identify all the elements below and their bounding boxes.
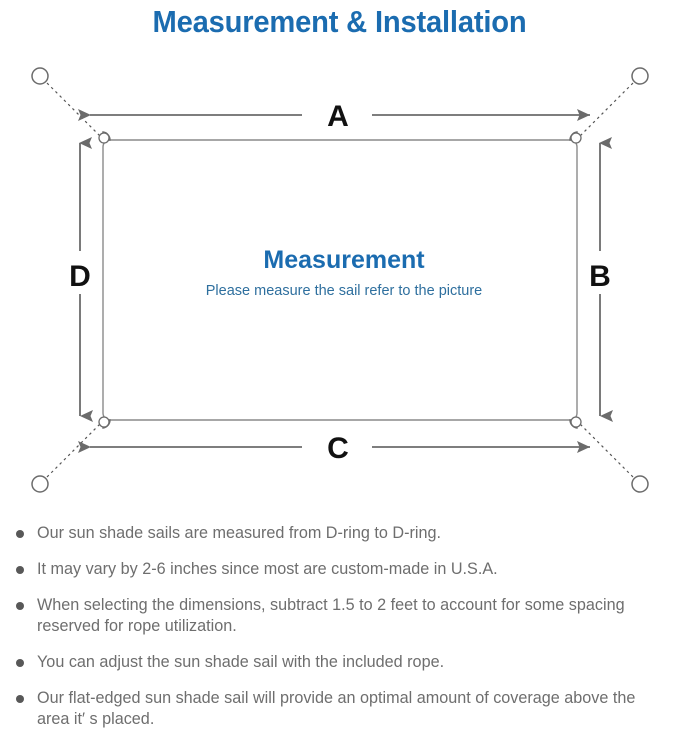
bullet-icon	[16, 695, 24, 703]
anchor-ring-top-right-icon	[631, 67, 649, 85]
list-item: You can adjust the sun shade sail with t…	[12, 652, 665, 673]
d-ring-bottom-right-hole-icon	[570, 416, 582, 428]
dimension-a: A	[78, 100, 590, 133]
page-title: Measurement & Installation	[152, 4, 527, 39]
rope-line-bottom-right	[579, 423, 634, 478]
note-text: It may vary by 2-6 inches since most are…	[37, 560, 498, 578]
bullet-icon	[16, 530, 24, 538]
anchor-rings	[31, 67, 649, 493]
dimension-b: B	[589, 137, 613, 422]
diagram-center-heading: Measurement	[263, 246, 425, 274]
dimension-b-label: B	[589, 260, 611, 293]
list-item: It may vary by 2-6 inches since most are…	[12, 559, 665, 580]
list-item: When selecting the dimensions, subtract …	[12, 595, 665, 637]
rope-lines	[46, 82, 634, 478]
sail-outline	[102, 139, 578, 421]
diagram-center-subtext: Please measure the sail refer to the pic…	[206, 283, 482, 299]
list-item: Our flat-edged sun shade sail will provi…	[12, 688, 665, 730]
d-rings	[98, 131, 582, 429]
dimension-c: C	[78, 432, 590, 465]
anchor-ring-bottom-right-icon	[631, 475, 649, 493]
anchor-ring-bottom-left-icon	[31, 475, 49, 493]
note-text: When selecting the dimensions, subtract …	[37, 596, 625, 635]
bullet-icon	[16, 659, 24, 667]
d-ring-top-left-hole-icon	[98, 132, 110, 144]
dimension-d-label: D	[69, 260, 91, 293]
dimension-c-label: C	[327, 432, 349, 465]
bullet-icon	[16, 602, 24, 610]
d-ring-bottom-left-hole-icon	[98, 416, 110, 428]
note-text: Our flat-edged sun shade sail will provi…	[37, 689, 636, 728]
bullet-icon	[16, 566, 24, 574]
rope-line-bottom-left	[46, 423, 101, 478]
d-ring-top-right-hole-icon	[570, 132, 582, 144]
anchor-ring-top-left-icon	[31, 67, 49, 85]
notes-list: Our sun shade sails are measured from D-…	[0, 523, 679, 730]
rope-line-top-right	[579, 82, 634, 137]
measurement-diagram: A C D B Measurement Please measure the s…	[0, 46, 679, 518]
note-text: Our sun shade sails are measured from D-…	[37, 524, 441, 542]
diagram-svg: A C D B Measurement Please measure the s…	[31, 67, 649, 493]
rope-line-top-left	[46, 82, 101, 137]
note-text: You can adjust the sun shade sail with t…	[37, 653, 445, 671]
dimension-a-label: A	[327, 100, 349, 133]
dimension-d: D	[69, 137, 93, 422]
list-item: Our sun shade sails are measured from D-…	[12, 523, 665, 544]
